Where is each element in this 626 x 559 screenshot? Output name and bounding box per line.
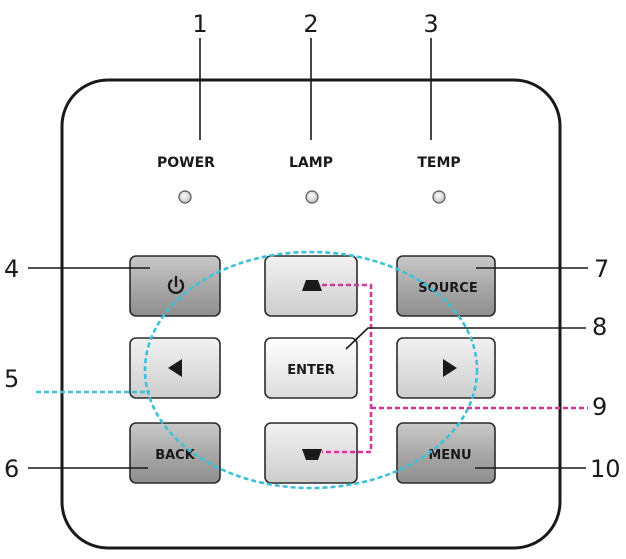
up-arrow-icon: [302, 280, 322, 291]
power-led: [178, 190, 192, 204]
back-button-label: BACK: [155, 448, 196, 463]
power-icon: [167, 275, 185, 295]
menu-button-label: MENU: [428, 448, 471, 463]
callout-4: 4: [4, 255, 19, 283]
temp-led: [432, 190, 446, 204]
callout-5: 5: [4, 365, 19, 393]
source-button[interactable]: SOURCE: [396, 255, 496, 317]
callout-6: 6: [4, 455, 19, 483]
back-button[interactable]: BACK: [129, 422, 221, 484]
callout-10: 10: [590, 455, 621, 483]
callout-2: 2: [303, 10, 318, 38]
lamp-led: [305, 190, 319, 204]
callout-1: 1: [192, 10, 207, 38]
up-button[interactable]: [264, 255, 358, 317]
enter-button-label: ENTER: [287, 363, 335, 378]
power-button[interactable]: [129, 255, 221, 317]
callout-9: 9: [592, 393, 607, 421]
callout-7: 7: [594, 255, 609, 283]
right-button[interactable]: [396, 337, 496, 399]
left-arrow-icon: [168, 359, 182, 377]
right-arrow-icon: [443, 359, 457, 377]
left-button[interactable]: [129, 337, 221, 399]
source-button-label: SOURCE: [418, 281, 477, 296]
down-button[interactable]: [264, 422, 358, 484]
lamp-indicator-label: LAMP: [289, 155, 333, 171]
temp-indicator-label: TEMP: [417, 155, 460, 171]
callout-8: 8: [592, 313, 607, 341]
navigation-group-highlight: [143, 250, 479, 490]
down-arrow-icon: [302, 449, 322, 460]
menu-button[interactable]: MENU: [396, 422, 496, 484]
enter-button[interactable]: ENTER: [264, 337, 358, 399]
leader-8: [345, 327, 586, 350]
power-indicator-label: POWER: [157, 155, 215, 171]
up-down-keys-highlight: [322, 283, 588, 454]
callout-3: 3: [423, 10, 438, 38]
